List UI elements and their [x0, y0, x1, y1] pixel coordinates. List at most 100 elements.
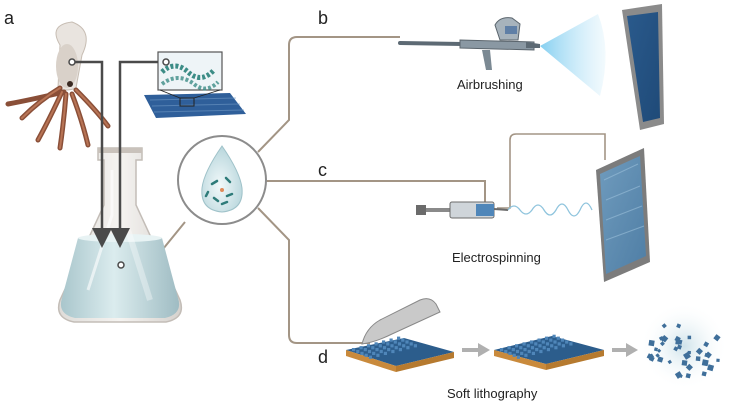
particle — [661, 323, 667, 329]
peeling-stamp-sheet — [361, 298, 441, 345]
particle — [653, 347, 658, 352]
pillar — [516, 355, 520, 359]
pillar — [383, 351, 387, 355]
particle — [701, 371, 707, 377]
pillar — [397, 342, 402, 346]
connector-to-electrospinning — [262, 180, 486, 205]
pillar — [389, 338, 393, 342]
particle — [656, 348, 662, 353]
pillar — [371, 346, 375, 350]
pillar — [557, 342, 561, 346]
pillar — [406, 346, 410, 350]
pillar — [500, 348, 504, 352]
stamp-pillars — [352, 336, 417, 359]
pillar — [545, 342, 550, 346]
particle — [660, 335, 669, 343]
particle — [685, 373, 691, 379]
pillar — [552, 334, 556, 338]
pillar — [352, 348, 356, 352]
particle — [713, 334, 721, 342]
pillar — [561, 344, 565, 348]
pillar — [515, 349, 520, 354]
pillar — [378, 344, 382, 348]
particle — [687, 335, 692, 340]
input-arrows — [68, 58, 170, 269]
label-airbrushing: Airbrushing — [457, 77, 523, 92]
pillar — [363, 348, 367, 352]
pillar — [401, 338, 405, 342]
pillar — [534, 342, 538, 346]
panel-label-b: b — [318, 8, 328, 28]
pillar — [519, 346, 523, 350]
arrow-protein-to-flask — [110, 60, 158, 248]
particle — [681, 360, 688, 366]
patterned-substrate — [494, 334, 604, 370]
particle — [659, 341, 665, 347]
arrow-squid-to-flask — [72, 60, 112, 248]
pillar — [405, 340, 409, 344]
pillar — [374, 342, 378, 346]
pillar — [504, 349, 508, 354]
pillar — [522, 342, 526, 346]
pillar — [556, 336, 560, 340]
pillar — [530, 340, 534, 344]
particle — [648, 339, 655, 347]
pillar — [393, 340, 397, 344]
pillar — [390, 344, 394, 348]
pillar — [368, 355, 372, 359]
particle — [703, 341, 710, 348]
pillar — [394, 346, 398, 350]
particle — [695, 356, 701, 362]
pillar — [398, 348, 402, 352]
pillar — [569, 342, 573, 346]
pillar — [565, 340, 569, 344]
pillar — [360, 351, 364, 355]
stamp-icon — [346, 298, 454, 372]
pillar — [537, 338, 541, 342]
panel-label-d: d — [318, 347, 328, 367]
spinning-jet — [507, 202, 593, 217]
particle — [667, 359, 672, 365]
pillar — [356, 349, 360, 354]
syringe-icon — [416, 201, 509, 219]
pillar — [541, 340, 545, 344]
particle — [707, 364, 715, 372]
pillar — [526, 344, 530, 348]
particle — [675, 340, 680, 345]
pillar — [523, 348, 527, 352]
particle — [687, 350, 691, 355]
pillar — [512, 353, 516, 357]
droplet-icon — [177, 135, 267, 225]
squid-icon — [5, 21, 111, 151]
pillar — [511, 348, 515, 352]
pillar — [539, 349, 543, 354]
pillar — [524, 353, 528, 357]
label-electrospinning: Electrospinning — [452, 250, 541, 265]
pillar — [515, 344, 519, 348]
pillar — [546, 348, 550, 352]
pillar — [409, 342, 413, 346]
pillar — [545, 336, 549, 340]
pillar — [553, 340, 557, 344]
pillar — [367, 349, 372, 354]
pillar — [387, 348, 391, 352]
released-particles — [640, 302, 728, 390]
connector-to-soft-lithography — [257, 207, 370, 344]
particle — [695, 347, 703, 355]
pillar — [402, 344, 406, 348]
panel-label-c: c — [318, 160, 327, 180]
high-voltage-wire — [497, 133, 606, 209]
airbrushed-film — [622, 4, 664, 130]
pillar — [391, 349, 395, 354]
pillar — [535, 348, 539, 352]
pillar — [538, 344, 542, 348]
pillar — [382, 346, 387, 350]
connector-to-airbrushing — [257, 36, 400, 153]
pillar — [560, 338, 565, 342]
pillar — [550, 344, 554, 348]
particle — [704, 352, 710, 358]
flask-liquid — [60, 238, 180, 318]
spray-cone — [540, 14, 606, 96]
particle — [678, 374, 683, 379]
